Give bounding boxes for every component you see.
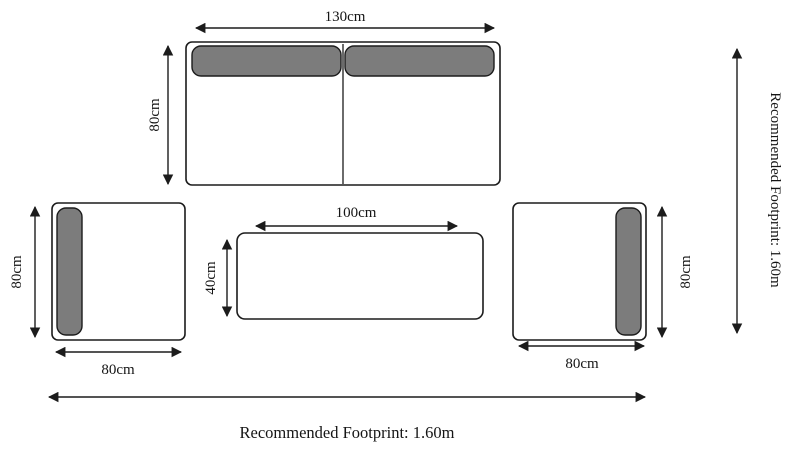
sofa-cushion-right (344, 45, 495, 77)
table-width-label: 100cm (336, 205, 377, 221)
right-chair-width-label: 80cm (565, 356, 599, 372)
footprint-bottom-label: Recommended Footprint: 1.60m (240, 423, 455, 442)
sofa-width-label: 130cm (325, 9, 366, 25)
sofa-depth-label: 80cm (147, 98, 163, 132)
left-chair-cushion (56, 207, 83, 336)
right-chair-depth-label: 80cm (678, 255, 694, 289)
right-chair-body (512, 202, 647, 341)
left-chair-depth-label: 80cm (9, 255, 25, 289)
left-chair-width-label: 80cm (101, 362, 135, 378)
footprint-right-label: Recommended Footprint: 1.60m (767, 92, 783, 288)
table-body (236, 232, 484, 320)
table-depth-label: 40cm (203, 261, 219, 295)
left-chair-body (51, 202, 186, 341)
right-chair-cushion (615, 207, 642, 336)
sofa-cushion-left (191, 45, 342, 77)
